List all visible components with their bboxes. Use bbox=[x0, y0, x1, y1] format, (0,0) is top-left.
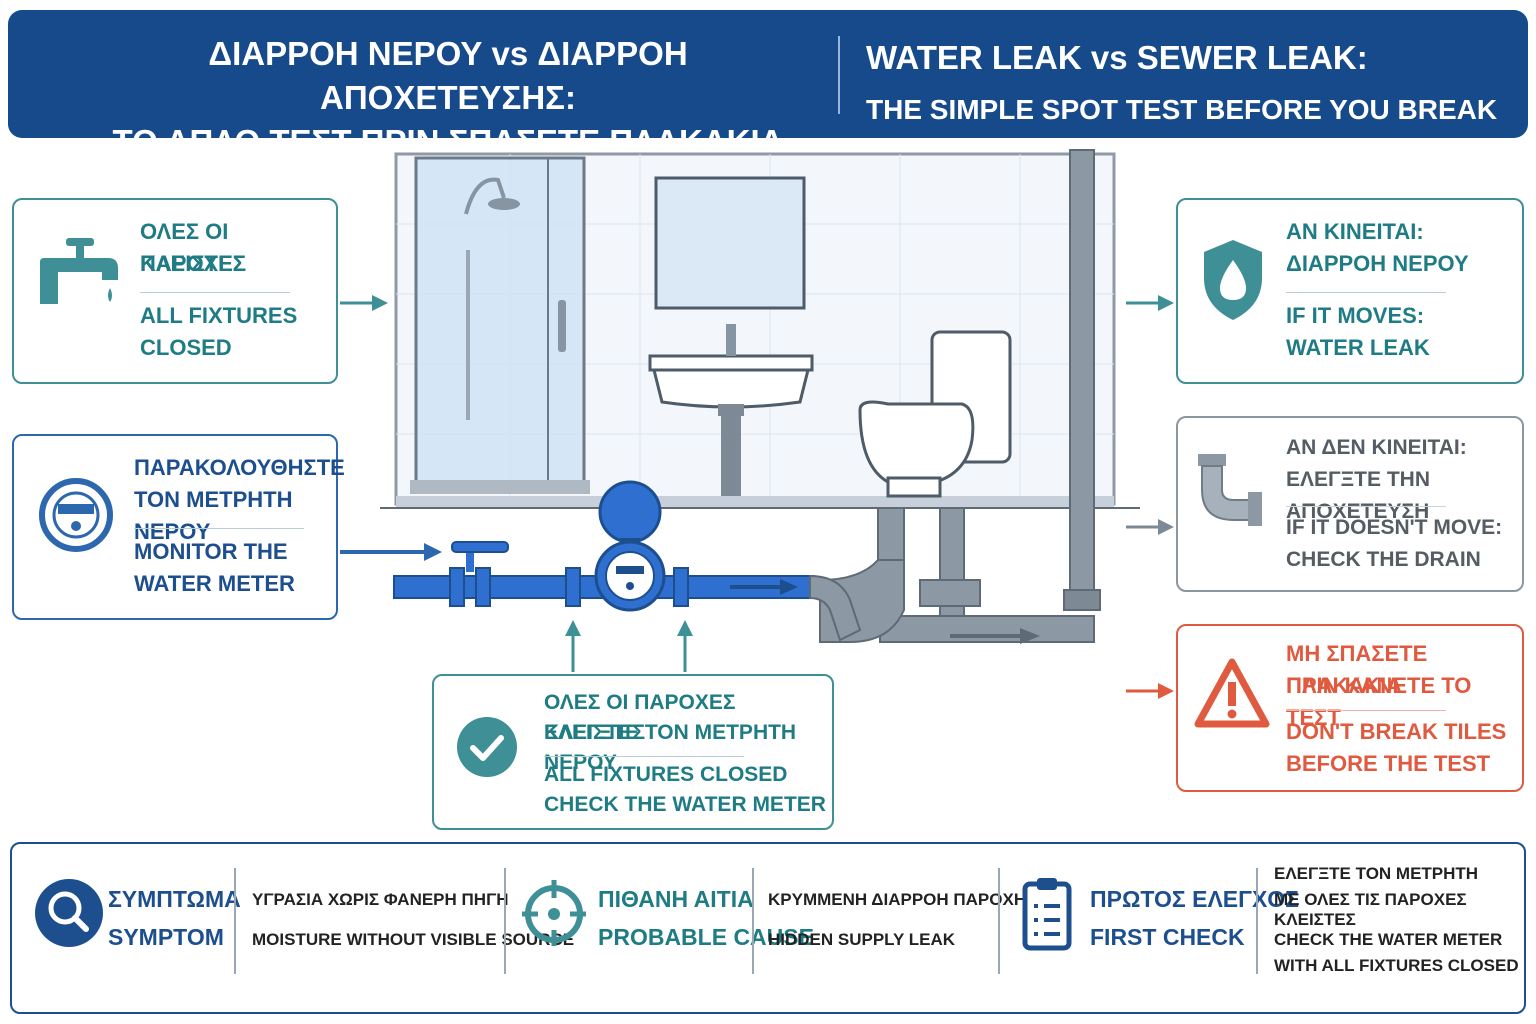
cause-label-en: PROBABLE CAUSE bbox=[598, 924, 814, 950]
cause-label-gr: ΠΙΘΑΝΗ ΑΙΤΙΑ bbox=[598, 886, 754, 912]
bathroom-illustration bbox=[380, 149, 1140, 644]
fixtures-closed-en-2: CLOSED bbox=[140, 335, 232, 360]
check-meter-en-2: CHECK THE WATER METER bbox=[544, 793, 826, 816]
drain-pipes bbox=[819, 507, 1095, 643]
if-moves-en-1: IF IT MOVES: bbox=[1286, 303, 1425, 328]
arrow-meter-to-pipe bbox=[340, 543, 442, 561]
arrow-check-up-right bbox=[677, 620, 693, 672]
arrow-to-warning bbox=[1126, 683, 1174, 699]
title-english-line1: WATER LEAK vs SEWER LEAK: bbox=[866, 39, 1368, 76]
card-monitor-meter: ΠΑΡΑΚΟΛΟΥΘΗΣΤΕ ΤΟΝ ΜΕΤΡΗΤΗ ΝΕΡΟΥ MONITOR… bbox=[12, 434, 345, 620]
first-check-value-en-1: CHECK THE WATER METER bbox=[1274, 930, 1503, 949]
first-check-label-en: FIRST CHECK bbox=[1090, 924, 1245, 950]
monitor-meter-en-2: WATER METER bbox=[134, 571, 295, 596]
cause-value-en: HIDDEN SUPPLY LEAK bbox=[768, 930, 956, 949]
mirror bbox=[654, 176, 806, 310]
faucet-icon bbox=[40, 238, 118, 304]
card-fixtures-closed: ΟΛΕΣ ΟΙ ΠΑΡΟΧΕΣ ΚΛΕΙΣΤΕΣ ALL FIXTURES CL… bbox=[12, 198, 338, 384]
card-if-moves: ΑΝ ΚΙΝΕΙΤΑΙ: ΔΙΑΡΡΟΗ ΝΕΡΟΥ IF IT MOVES: … bbox=[1176, 198, 1524, 384]
cause-value-gr: ΚΡΥΜΜΕΝΗ ΔΙΑΡΡΟΗ ΠΑΡΟΧΗΣ bbox=[768, 890, 1037, 909]
title-greek-line1: ΔΙΑΡΡΟΗ ΝΕΡΟΥ vs ΔΙΑΡΡΟΗ ΑΠΟΧΕΤΕΥΣΗΣ: bbox=[208, 35, 688, 116]
fixtures-closed-gr-2: ΚΛΕΙΣΤΕΣ bbox=[140, 251, 246, 276]
symptom-label-gr: ΣΥΜΠΤΩΜΑ bbox=[108, 886, 241, 912]
clipboard-icon bbox=[1022, 878, 1072, 951]
arrow-to-if-not-moves bbox=[1126, 519, 1174, 535]
toilet bbox=[858, 330, 1012, 498]
first-check-value-en-2: WITH ALL FIXTURES CLOSED bbox=[1274, 956, 1519, 975]
target-icon bbox=[522, 880, 586, 946]
if-not-moves-en-2: CHECK THE DRAIN bbox=[1286, 548, 1481, 571]
if-not-moves-en-1: IF IT DOESN'T MOVE: bbox=[1286, 516, 1503, 539]
if-not-moves-gr-1: ΑΝ ΔΕΝ ΚΙΝΕΙΤΑΙ: bbox=[1286, 436, 1467, 459]
summary-bar: ΣΥΜΠΤΩΜΑ SYMPTOM ΥΓΡΑΣΙΑ ΧΩΡΙΣ ΦΑΝΕΡΗ ΠΗ… bbox=[10, 842, 1526, 1014]
arrow-check-up-left bbox=[565, 620, 581, 672]
first-check-label-gr: ΠΡΩΤΟΣ ΕΛΕΓΧΟΣ bbox=[1090, 886, 1299, 912]
if-moves-gr-2: ΔΙΑΡΡΟΗ ΝΕΡΟΥ bbox=[1286, 251, 1469, 276]
monitor-meter-en-1: MONITOR THE bbox=[134, 539, 288, 564]
checkmark-icon bbox=[457, 717, 517, 777]
card-check-meter: ΟΛΕΣ ΟΙ ΠΑΡΟΧΕΣ ΚΛΕΙΣΤΕΣ ΕΛΕΓΞΤΕ ΤΟΝ ΜΕΤ… bbox=[432, 674, 834, 830]
first-check-value-gr-1: ΕΛΕΓΞΤΕ ΤΟΝ ΜΕΤΡΗΤΗ bbox=[1274, 864, 1479, 883]
sink bbox=[648, 324, 814, 496]
first-check-value-gr-2: ΜΕ ΟΛΕΣ ΤΙΣ ΠΑΡΟΧΕΣ ΚΛΕΙΣΤΕΣ bbox=[1274, 890, 1467, 929]
water-drop-shield-icon bbox=[1204, 240, 1262, 320]
warning-icon bbox=[1194, 658, 1270, 728]
drain-stack bbox=[1069, 149, 1095, 611]
warning-gr-1: ΜΗ ΣΠΑΣΕΤΕ ΠΛΑΚΑΚΙΑ bbox=[1286, 641, 1428, 698]
water-meter bbox=[594, 480, 666, 612]
arrow-to-if-moves bbox=[1126, 295, 1174, 311]
fixtures-closed-en-1: ALL FIXTURES bbox=[140, 303, 298, 328]
check-meter-en-1: ALL FIXTURES CLOSED bbox=[544, 763, 788, 786]
if-not-moves-gr-2: ΕΛΕΓΞΤΕ ΤΗΝ ΑΠΟΧΕΤΕΥΣΗ bbox=[1286, 468, 1430, 523]
monitor-meter-gr-1: ΠΑΡΑΚΟΛΟΥΘΗΣΤΕ bbox=[134, 455, 345, 480]
water-meter-icon bbox=[39, 478, 113, 552]
monitor-meter-gr-2: ΤΟΝ ΜΕΤΡΗΤΗ ΝΕΡΟΥ bbox=[134, 487, 293, 544]
fixtures-closed-gr-1: ΟΛΕΣ ΟΙ ΠΑΡΟΧΕΣ bbox=[140, 219, 247, 276]
magnifier-icon bbox=[35, 879, 103, 947]
header-banner: ΔΙΑΡΡΟΗ ΝΕΡΟΥ vs ΔΙΑΡΡΟΗ ΑΠΟΧΕΤΕΥΣΗΣ: ΤΟ… bbox=[8, 10, 1528, 165]
header-divider bbox=[838, 36, 840, 114]
warning-en-1: DON'T BREAK TILES bbox=[1286, 719, 1507, 744]
symptom-value-en: MOISTURE WITHOUT VISIBLE SOURCE bbox=[252, 930, 575, 949]
card-if-not-moves: ΑΝ ΔΕΝ ΚΙΝΕΙΤΑΙ: ΕΛΕΓΞΤΕ ΤΗΝ ΑΠΟΧΕΤΕΥΣΗ … bbox=[1176, 416, 1524, 592]
arrow-fixtures-to-bathroom bbox=[340, 295, 388, 311]
if-moves-gr-1: ΑΝ ΚΙΝΕΙΤΑΙ: bbox=[1286, 219, 1424, 244]
warning-gr-2: ΠΡΙΝ ΚΑΝΕΤΕ ΤΟ ΤΕΣΤ bbox=[1286, 673, 1472, 730]
card-warning: ΜΗ ΣΠΑΣΕΤΕ ΠΛΑΚΑΚΙΑ ΠΡΙΝ ΚΑΝΕΤΕ ΤΟ ΤΕΣΤ … bbox=[1176, 624, 1524, 792]
drain-pipe-icon bbox=[1198, 454, 1262, 526]
if-moves-en-2: WATER LEAK bbox=[1286, 335, 1430, 360]
check-meter-gr-1: ΟΛΕΣ ΟΙ ΠΑΡΟΧΕΣ ΚΛΕΙΣΤΕΣ bbox=[544, 691, 736, 744]
symptom-label-en: SYMPTOM bbox=[108, 924, 224, 950]
symptom-value-gr: ΥΓΡΑΣΙΑ ΧΩΡΙΣ ΦΑΝΕΡΗ ΠΗΓΗ bbox=[252, 890, 509, 909]
shower-enclosure bbox=[410, 156, 590, 494]
warning-en-2: BEFORE THE TEST bbox=[1286, 751, 1491, 776]
